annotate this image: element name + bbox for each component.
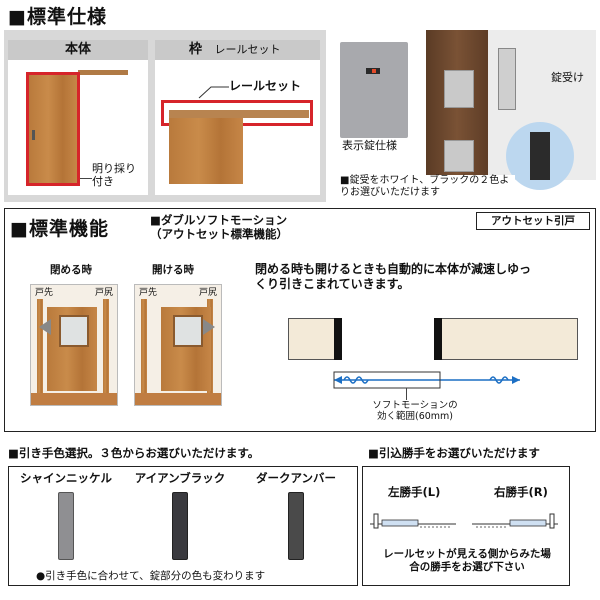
lock-indicator xyxy=(366,68,380,74)
soft-motion-subtitle: （アウトセット標準機能） xyxy=(150,227,288,241)
akari-line xyxy=(80,178,92,179)
handle-swatch xyxy=(172,492,188,560)
frame-panel: 枠 レールセット レールセット xyxy=(155,40,320,195)
door-left-block xyxy=(288,318,340,360)
hand-right-diagram xyxy=(472,513,558,529)
soft-motion-title: ■ダブルソフトモーション xyxy=(150,213,288,227)
standard-function-panel xyxy=(4,208,596,432)
close-image: 戸先 戸尻 xyxy=(30,284,118,406)
strike-zoom-circle xyxy=(506,122,574,190)
close-arrow-icon xyxy=(39,319,51,335)
hand-select-panel xyxy=(362,466,570,586)
close-door-back: 戸尻 xyxy=(95,288,114,298)
handle-swatch xyxy=(288,492,304,560)
open-arrow-icon xyxy=(203,319,215,335)
open-door xyxy=(161,307,211,391)
rail-bar xyxy=(78,70,128,75)
close-door-front: 戸先 xyxy=(35,288,54,298)
rail-set-arrow xyxy=(198,86,229,99)
close-door xyxy=(47,307,97,391)
handle-swatch xyxy=(58,492,74,560)
door-image xyxy=(26,72,80,186)
hand-select-title: ■引込勝手をお選びいただけます xyxy=(368,446,540,460)
body-panel: 本体 明り採り付き xyxy=(8,40,148,195)
lock-panel: 表示錠仕様 錠受け ■錠受をホワイト、ブラックの２色よりお選びいただけます xyxy=(326,30,596,202)
hand-left-label[interactable]: 左勝手(L) xyxy=(388,485,441,499)
frame-label: 枠 xyxy=(189,42,203,57)
hand-left-diagram xyxy=(370,513,456,529)
handle-option-iron-black[interactable]: アイアンブラック xyxy=(124,468,236,566)
frame-door-image xyxy=(169,118,243,184)
handle-option-label: アイアンブラック xyxy=(134,471,226,485)
hand-right-label[interactable]: 右勝手(R) xyxy=(494,485,548,499)
akari-label: 明り採り付き xyxy=(92,162,136,188)
handle-option-dark-amber[interactable]: ダークアンバー xyxy=(238,468,354,566)
handle-option-label: シャインニッケル xyxy=(20,471,112,485)
range-line xyxy=(406,388,407,400)
handle-option-label: ダークアンバー xyxy=(255,471,337,485)
switch-plate xyxy=(444,70,474,108)
handle-select-panel xyxy=(8,466,358,586)
lock-label: 表示錠仕様 xyxy=(342,139,397,152)
strike-label: 錠受け xyxy=(551,71,584,84)
rail-set-label: レールセット xyxy=(229,79,302,93)
door-right-block xyxy=(434,318,578,360)
standard-function-title: ■標準機能 xyxy=(10,218,109,240)
soft-motion-range-label: ソフトモーションの効く範囲(60mm) xyxy=(372,400,458,422)
hand-select-note: レールセットが見える側からみた場合の勝手をお選び下さい xyxy=(383,548,551,573)
handle-select-title: ■引き手色選択。３色からお選びいただけます。 xyxy=(8,446,260,460)
body-label: 本体 xyxy=(8,40,148,60)
handle-option-shine-nickel[interactable]: シャインニッケル xyxy=(10,468,122,566)
open-image: 戸先 戸尻 xyxy=(134,284,222,406)
strike-image xyxy=(498,48,516,110)
open-door-back: 戸尻 xyxy=(199,288,218,298)
rail-image xyxy=(169,110,309,118)
soft-motion-range-diagram xyxy=(333,371,520,389)
outset-badge: アウトセット引戸 xyxy=(476,212,590,230)
door-handle xyxy=(32,130,35,140)
close-label: 閉める時 xyxy=(50,264,92,276)
frame-sub: レールセット xyxy=(214,43,281,56)
lock-plate-image xyxy=(340,42,408,138)
handle-select-note: ●引き手色に合わせて、錠部分の色も変わります xyxy=(36,570,266,582)
standard-spec-title: ■標準仕様 xyxy=(8,6,107,28)
lock-note: ■錠受をホワイト、ブラックの２色よりお選びいただけます xyxy=(340,175,515,199)
soft-motion-description: 閉める時も開けるときも自動的に本体が減速しゆっくり引きこまれていきます。 xyxy=(255,262,532,291)
open-label: 開ける時 xyxy=(152,264,194,276)
switch-plate-2 xyxy=(444,140,474,172)
open-door-front: 戸先 xyxy=(139,288,158,298)
